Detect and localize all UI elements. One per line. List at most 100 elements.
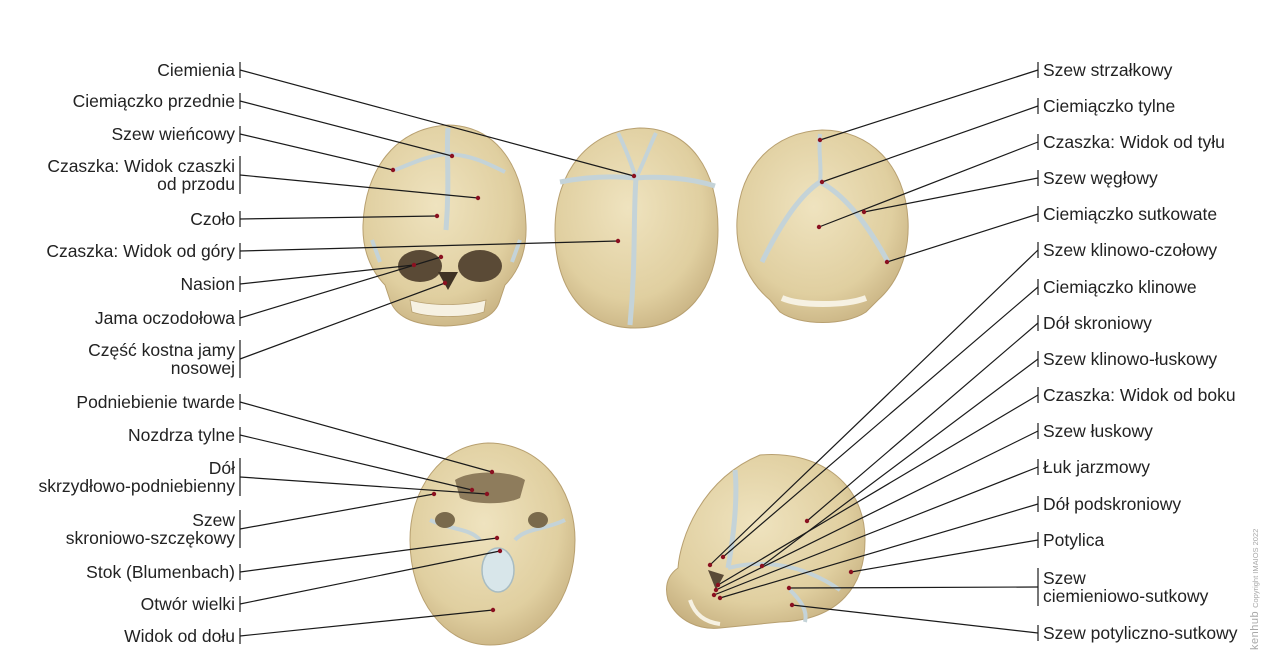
label-szew-potyliczno-sutkowy: Szew potyliczno-sutkowy (1043, 624, 1238, 642)
leader-line (239, 434, 473, 491)
leader-line (239, 174, 479, 199)
label-line: Szew (192, 510, 235, 530)
pin-dot (819, 179, 825, 185)
label-line: Szew węgłowy (1043, 168, 1158, 188)
pin-dot (411, 262, 417, 268)
leader-line (239, 215, 438, 220)
leader-line (239, 133, 394, 171)
leader-line (719, 503, 1039, 599)
label-szew-strzalkowy: Szew strzałkowy (1043, 61, 1172, 79)
label-line: Czoło (190, 209, 235, 229)
leader-line (886, 213, 1039, 263)
pin-dot (615, 238, 621, 244)
watermark-brand: kenhub (1249, 610, 1261, 650)
label-nasion: Nasion (181, 275, 235, 293)
label-jama-oczodolowa: Jama oczodołowa (95, 309, 235, 327)
skull-bottom-view (409, 442, 576, 646)
leader-line (239, 476, 488, 495)
pin-dot (884, 259, 890, 265)
label-dol-skroniowy: Dół skroniowy (1043, 314, 1152, 332)
pin-dot (717, 595, 723, 601)
label-line: Jama oczodołowa (94, 308, 235, 328)
leader-line (717, 394, 1039, 586)
pin-dot (861, 209, 867, 215)
leader-lines (239, 62, 1039, 644)
pin-dot (390, 167, 396, 173)
label-line: Nasion (180, 274, 235, 294)
label-line: Szew strzałkowy (1043, 60, 1173, 80)
pin-dot (497, 548, 503, 554)
label-line: Szew (1043, 568, 1086, 588)
pin-dot (434, 213, 440, 219)
label-ciemienia: Ciemienia (157, 61, 235, 79)
label-line: Otwór wielki (140, 594, 235, 614)
leader-line (239, 100, 453, 157)
label-line: Dół (208, 458, 235, 478)
skull-front-view (362, 124, 527, 327)
pin-dot (713, 587, 719, 593)
leader-line (239, 240, 619, 252)
leader-line (788, 586, 1039, 589)
label-line: Szew klinowo-czołowy (1043, 240, 1218, 260)
leader-line (239, 264, 415, 285)
label-podniebienie-twarde: Podniebienie twarde (76, 393, 235, 411)
skull-side-view (665, 453, 866, 629)
label-line: Szew klinowo-łuskowy (1043, 349, 1218, 369)
label-ciemiaczko-przednie: Ciemiączko przednie (73, 92, 235, 110)
pin-dot (469, 487, 475, 493)
label-line: ciemieniowo-sutkowy (1043, 586, 1209, 606)
watermark-copyright: Copyright IMAIOS 2022 (1251, 528, 1260, 608)
label-szew-klinowo-czolowy: Szew klinowo-czołowy (1043, 241, 1217, 259)
pin-dot (711, 592, 717, 598)
pin-dot (786, 585, 792, 591)
pin-dot (789, 602, 795, 608)
label-szew-klinowo-luskowy: Szew klinowo-łuskowy (1043, 350, 1217, 368)
pin-dot (631, 173, 637, 179)
label-czaszka-widok-gory: Czaszka: Widok od góry (46, 242, 235, 260)
leader-line (239, 69, 635, 177)
label-line: skrzydłowo-podniebienny (38, 476, 236, 496)
label-otwor-wielki: Otwór wielki (141, 595, 235, 613)
label-line: Ciemiączko przednie (72, 91, 235, 111)
pin-dot (715, 582, 721, 588)
leader-line (239, 609, 494, 637)
leader-line (709, 249, 1039, 566)
label-line: Widok od dołu (124, 626, 235, 646)
label-line: Ciemiączko tylne (1043, 96, 1176, 116)
label-line: Czaszka: Widok od tyłu (1043, 132, 1225, 152)
label-ciemiaczko-sutkowate: Ciemiączko sutkowate (1043, 205, 1217, 223)
label-line: Podniebienie twarde (76, 392, 235, 412)
label-szew-wiencowy: Szew wieńcowy (111, 125, 235, 143)
pin-dot (490, 607, 496, 613)
label-szew-weglowy: Szew węgłowy (1043, 169, 1158, 187)
label-line: Stok (Blumenbach) (86, 562, 235, 582)
leader-line (819, 69, 1039, 141)
label-szew-luskowy: Szew łuskowy (1043, 422, 1153, 440)
label-potylica: Potylica (1043, 531, 1104, 549)
label-line: Czaszka: Widok od boku (1043, 385, 1236, 405)
leader-line (818, 141, 1039, 228)
label-line: Ciemiączko sutkowate (1043, 204, 1218, 224)
pin-dot (431, 491, 437, 497)
label-ciemiaczko-tylne: Ciemiączko tylne (1043, 97, 1175, 115)
label-nozdrza-tylne: Nozdrza tylne (128, 426, 235, 444)
leader-line (239, 401, 493, 473)
label-line: nosowej (170, 358, 235, 378)
pin-dot (707, 562, 713, 568)
label-luk-jarzmowy: Łuk jarzmowy (1043, 458, 1150, 476)
pin-dots (390, 137, 890, 613)
leader-line (821, 105, 1039, 183)
label-line: skroniowo-szczękowy (65, 528, 235, 548)
pin-dot (489, 469, 495, 475)
label-line: Szew łuskowy (1043, 421, 1153, 441)
label-czaszka-widok-boku: Czaszka: Widok od boku (1043, 386, 1236, 404)
leader-line (239, 550, 501, 605)
pin-dot (804, 518, 810, 524)
pin-dot (816, 224, 822, 230)
label-czaszka-widok-tylu: Czaszka: Widok od tyłu (1043, 133, 1225, 151)
label-line: Część kostna jamy (88, 340, 235, 360)
pin-dot (475, 195, 481, 201)
